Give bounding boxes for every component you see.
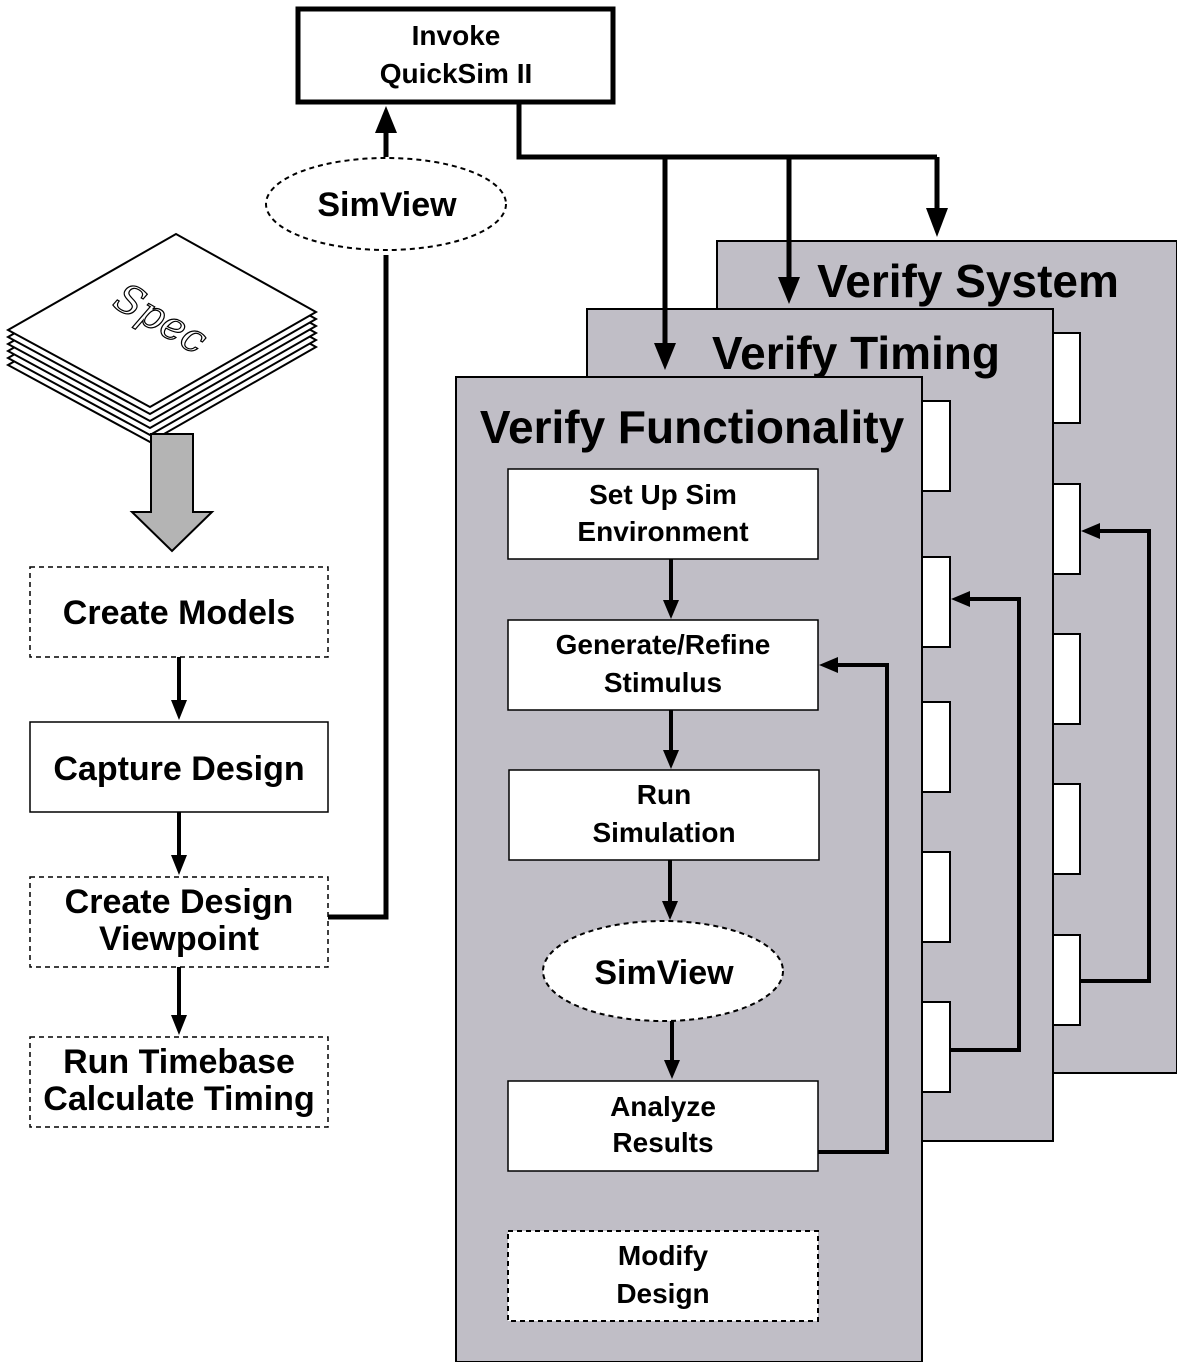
setup-sim-line1: Set Up Sim [589, 479, 737, 510]
invoke-branch-arrows [516, 102, 937, 160]
panel-verify-timing-tabs [921, 400, 951, 1093]
stimulus-line2: Stimulus [604, 667, 722, 698]
create-viewpoint-line1: Create Design [65, 883, 294, 921]
run-simulation-line1: Run [637, 779, 691, 810]
simview-top-label: SimView [317, 186, 457, 224]
setup-sim-box: Set Up Sim Environment [507, 468, 819, 560]
create-viewpoint-box: Create Design Viewpoint [29, 876, 329, 968]
branch-arrow-functionality [654, 157, 676, 370]
panel-verify-system-title: Verify System [817, 255, 1119, 307]
simview-inner-ellipse: SimView [542, 920, 784, 1022]
modify-design-line2: Design [616, 1278, 709, 1309]
arrow-stimulus-to-run [663, 710, 679, 769]
setup-sim-line2: Environment [577, 516, 748, 547]
run-simulation-box: Run Simulation [508, 769, 820, 861]
arrow-setup-to-stimulus [663, 559, 679, 619]
simview-top-ellipse: SimView [265, 157, 507, 251]
run-timebase-line1: Run Timebase [63, 1043, 295, 1081]
arrow-run-to-simview [662, 860, 678, 920]
spec-document-stack: Spec [5, 232, 319, 444]
arrow-capture-to-viewpoint [171, 812, 187, 875]
modify-design-box: Modify Design [507, 1230, 819, 1322]
invoke-quicksim-line1: Invoke [412, 20, 501, 51]
panel-verify-system-tabs [1052, 332, 1081, 1026]
feedback-loop-functionality [818, 657, 889, 1154]
analyze-results-box: Analyze Results [507, 1080, 819, 1172]
panel-verify-functionality-title: Verify Functionality [480, 401, 905, 453]
run-timebase-box: Run Timebase Calculate Timing [29, 1036, 329, 1128]
invoke-quicksim-box: Invoke QuickSim II [295, 6, 616, 105]
run-timebase-line2: Calculate Timing [43, 1080, 314, 1118]
analyze-results-line1: Analyze [610, 1091, 716, 1122]
capture-design-label: Capture Design [53, 750, 304, 788]
run-simulation-line2: Simulation [592, 817, 735, 848]
feedback-loop-system [1080, 523, 1151, 983]
create-models-label: Create Models [63, 594, 295, 632]
simview-connector [322, 106, 397, 920]
create-viewpoint-line2: Viewpoint [99, 920, 259, 958]
create-models-box: Create Models [29, 566, 329, 658]
stimulus-line1: Generate/Refine [556, 629, 771, 660]
feedback-loop-timing [950, 591, 1021, 1052]
gray-down-arrow [129, 433, 215, 553]
branch-arrow-timing [778, 157, 800, 304]
arrow-viewpoint-to-timebase [171, 967, 187, 1035]
panel-verify-timing-title: Verify Timing [712, 327, 1000, 379]
stimulus-box: Generate/Refine Stimulus [507, 619, 819, 711]
modify-design-line1: Modify [618, 1240, 709, 1271]
branch-arrow-system [926, 157, 948, 237]
arrow-models-to-capture [171, 657, 187, 720]
invoke-quicksim-line2: QuickSim II [380, 58, 533, 89]
simview-inner-label: SimView [594, 954, 734, 992]
arrow-simview-to-analyze [664, 1021, 680, 1079]
analyze-results-line2: Results [612, 1127, 713, 1158]
capture-design-box: Capture Design [29, 721, 329, 813]
